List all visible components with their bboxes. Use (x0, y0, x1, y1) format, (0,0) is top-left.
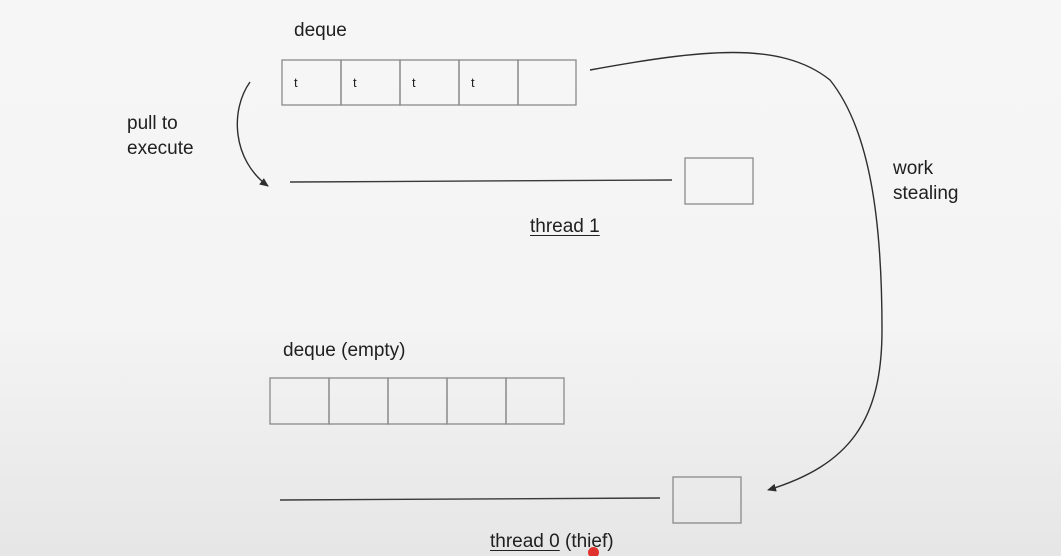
deque-top-cell-label: t (412, 75, 416, 90)
deque-bottom-cell (269, 377, 330, 425)
deque-top-cell (517, 59, 577, 106)
deque-bottom-cell (446, 377, 507, 425)
deque-top-cell (340, 59, 401, 106)
deque-top-cell (458, 59, 519, 106)
deque-bottom (269, 377, 565, 425)
deque-top-cell-label: t (353, 75, 357, 90)
thread1-timeline (289, 179, 673, 183)
deque-empty-label: deque (empty) (283, 340, 406, 361)
pull-to-execute-arrow (236, 81, 269, 187)
stealing-label: stealing (893, 183, 959, 204)
deque-bottom-cell (328, 377, 389, 425)
thread1-box (684, 157, 754, 205)
thread0-box (672, 476, 742, 524)
deque-top-label: deque (294, 20, 347, 41)
pointer-cursor-dot (588, 547, 599, 556)
deque-top (281, 59, 577, 106)
thread0-label: thread 0 (thief) (490, 530, 614, 554)
thread0-timeline (279, 497, 661, 501)
deque-top-cell-label: t (294, 75, 298, 90)
thread1-label: thread 1 (530, 216, 600, 237)
work-label: work (893, 158, 934, 179)
pull-to-label: pull to (127, 113, 178, 134)
thread0-name: thread 0 (490, 531, 560, 552)
deque-bottom-cell (505, 377, 565, 425)
deque-top-cell-label: t (471, 75, 475, 90)
work-stealing-arrow (589, 51, 883, 492)
deque-top-cell (281, 59, 342, 106)
deque-top-cell (399, 59, 460, 106)
thief-label: (thief) (559, 531, 614, 552)
execute-label: execute (127, 138, 194, 159)
deque-bottom-cell (387, 377, 448, 425)
